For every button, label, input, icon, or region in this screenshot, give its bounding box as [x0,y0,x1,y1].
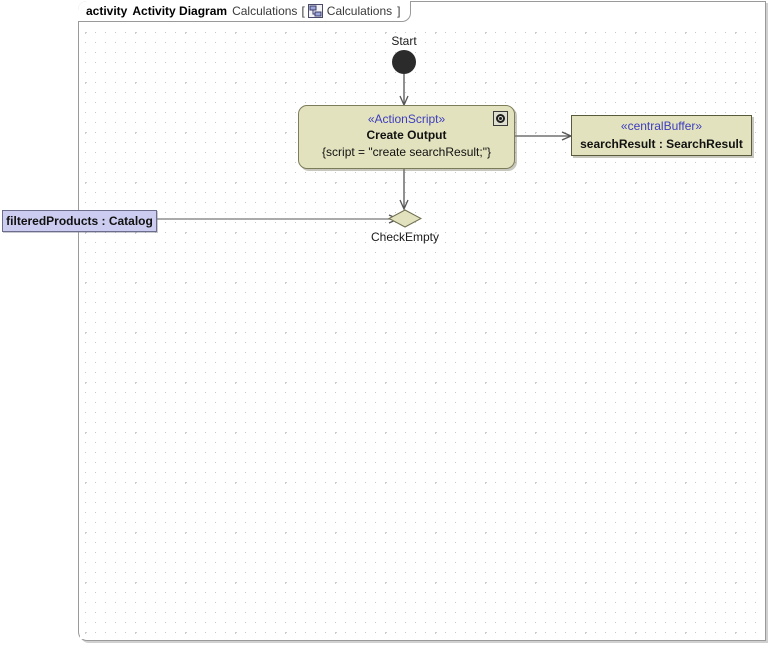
diagram-frame-title[interactable]: activity Activity Diagram Calculations [… [78,1,411,22]
decision-node-label: CheckEmpty [370,230,440,244]
frame-reference-name: Calculations [326,4,393,18]
central-buffer-stereotype: «centralBuffer» [620,119,703,133]
start-node-label: Start [391,34,417,48]
frame-bracket-close: ] [397,4,401,18]
filtered-products-label: filteredProducts : Catalog [6,214,153,228]
central-buffer-name: searchResult : SearchResult [580,137,743,151]
script-marker-dot [499,117,502,120]
action-node-name: Create Output [366,128,447,142]
frame-diagram-name: Calculations [232,4,298,18]
action-node-script-body: {script = "create searchResult;"} [322,145,491,159]
diagram-icon [307,4,323,18]
central-buffer-node[interactable]: «centralBuffer» searchResult : SearchRes… [571,115,752,156]
action-node-stereotype: «ActionScript» [367,112,446,126]
script-marker-icon[interactable] [493,111,508,126]
action-node-create-output[interactable]: «ActionScript» Create Output {script = "… [298,105,515,169]
diagram-frame[interactable] [78,1,766,641]
frame-keyword: activity [86,4,128,18]
start-node[interactable] [392,50,416,74]
object-node-filtered-products[interactable]: filteredProducts : Catalog [2,210,157,232]
frame-diagram-type: Activity Diagram [132,4,228,18]
decision-node-check-empty[interactable] [388,209,422,228]
frame-bracket-open: [ [301,4,305,18]
script-marker-ring [496,114,505,123]
